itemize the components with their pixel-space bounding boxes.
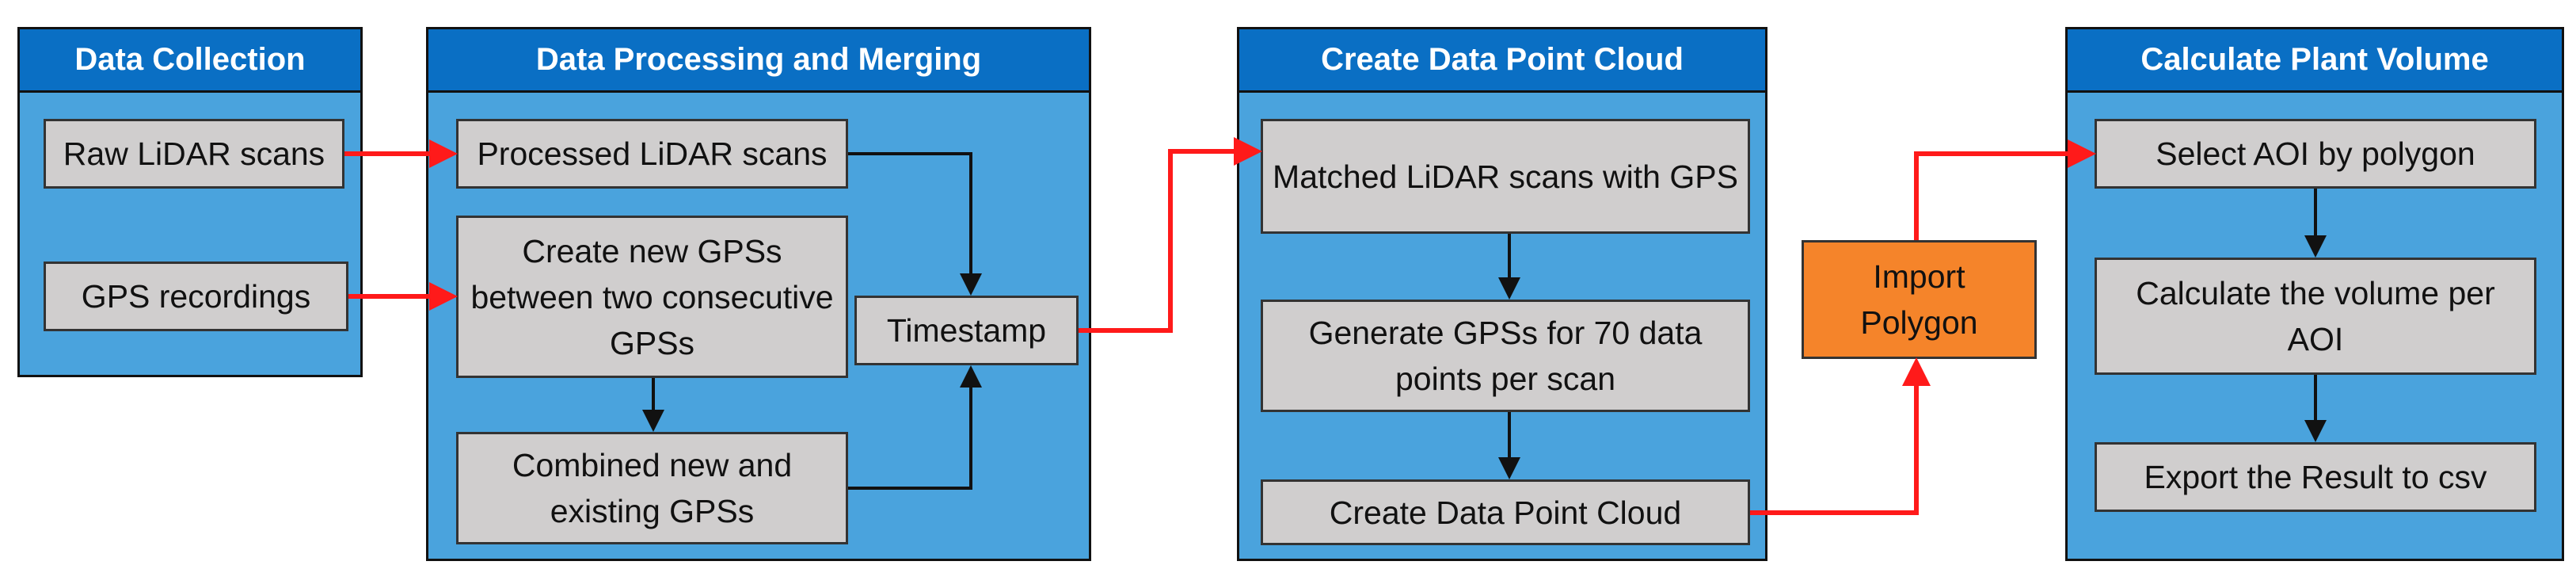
node-calculate-volume: Calculate the volume per AOI xyxy=(2095,258,2536,375)
node-export-result: Export the Result to csv xyxy=(2095,442,2536,512)
node-raw-lidar-scans: Raw LiDAR scans xyxy=(44,119,344,189)
node-create-data-point-cloud: Create Data Point Cloud xyxy=(1261,479,1750,545)
arrow-combined-to-timestamp xyxy=(848,365,982,490)
node-matched-lidar-gps: Matched LiDAR scans with GPS xyxy=(1261,119,1750,234)
arrow-polygon-to-select xyxy=(1914,139,2096,240)
node-processed-lidar-scans: Processed LiDAR scans xyxy=(456,119,848,189)
node-create-new-gpss: Create new GPSs between two consecutive … xyxy=(456,216,848,378)
node-combined-gpss: Combined new and existing GPSs xyxy=(456,432,848,544)
node-gps-recordings: GPS recordings xyxy=(44,262,348,331)
node-import-polygon: Import Polygon xyxy=(1802,240,2037,359)
panel-title-data-processing: Data Processing and Merging xyxy=(428,29,1089,93)
panel-title-create-cloud: Create Data Point Cloud xyxy=(1239,29,1765,93)
node-select-aoi: Select AOI by polygon xyxy=(2095,119,2536,189)
node-timestamp: Timestamp xyxy=(854,296,1079,365)
arrow-processed-to-timestamp xyxy=(848,152,982,296)
panel-title-plant-volume: Calculate Plant Volume xyxy=(2068,29,2562,93)
panel-title-data-collection: Data Collection xyxy=(20,29,360,93)
node-generate-gpss: Generate GPSs for 70 data points per sca… xyxy=(1261,300,1750,412)
arrow-timestamp-to-matched xyxy=(1079,137,1262,333)
arrow-cloud-to-polygon xyxy=(1750,357,1931,515)
